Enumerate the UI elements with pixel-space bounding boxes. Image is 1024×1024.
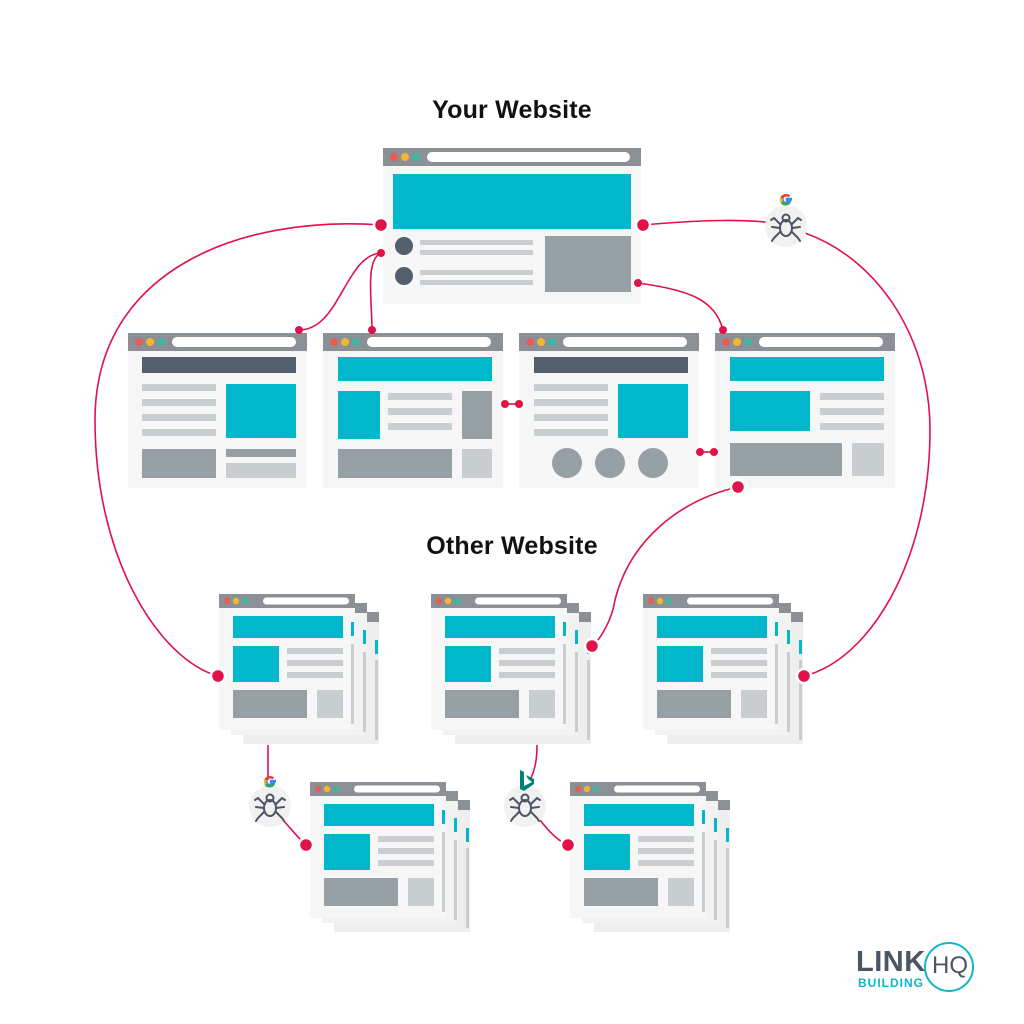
link-node-icon: [583, 637, 601, 655]
link-node-icon: [729, 478, 747, 496]
link-node-icon: [795, 667, 813, 685]
link-lines: [94, 219, 931, 846]
your-website-browser: [383, 148, 641, 304]
logo-building-word: BUILDING: [858, 976, 924, 990]
link-node-icon: [295, 326, 303, 334]
link-nodes: [209, 216, 813, 854]
internal-page-3: [519, 333, 699, 488]
link-node-icon: [501, 400, 509, 408]
other-website-3: [643, 594, 803, 744]
link-node-icon: [515, 400, 523, 408]
spider-icon: [248, 784, 292, 828]
link-node-icon: [372, 216, 390, 234]
logo-ring: [924, 942, 974, 992]
bing-crawler-badge: [503, 770, 547, 828]
link-node-icon: [297, 836, 315, 854]
logo-link-word: LINK: [856, 946, 926, 978]
other-website-2: [431, 594, 591, 744]
spider-icon: [764, 204, 808, 248]
other-website-4: [310, 782, 470, 932]
internal-page-2: [323, 333, 503, 488]
bing-icon: [520, 770, 534, 791]
link-node-icon: [209, 667, 227, 685]
internal-page-4: [715, 333, 895, 488]
internal-page-1: [128, 333, 307, 488]
link-node-icon: [719, 326, 727, 334]
other-website-title: Other Website: [426, 532, 598, 560]
link-node-icon: [368, 326, 376, 334]
google-crawler-badge-top: [764, 193, 808, 248]
google-icon: [263, 775, 278, 788]
link-node-icon: [634, 279, 642, 287]
linkbuilding-hq-logo: LINK BUILDING HQ: [856, 938, 986, 998]
link-node-icon: [696, 448, 704, 456]
spider-icon: [503, 784, 547, 828]
other-website-1: [219, 594, 379, 744]
your-website-title: Your Website: [432, 96, 592, 124]
logo-hq-word: HQ: [932, 952, 968, 979]
google-icon: [779, 193, 794, 206]
link-node-icon: [377, 249, 385, 257]
google-crawler-badge-bottom: [248, 775, 292, 828]
link-node-icon: [559, 836, 577, 854]
other-website-5: [570, 782, 730, 932]
link-node-icon: [710, 448, 718, 456]
link-node-icon: [634, 216, 652, 234]
